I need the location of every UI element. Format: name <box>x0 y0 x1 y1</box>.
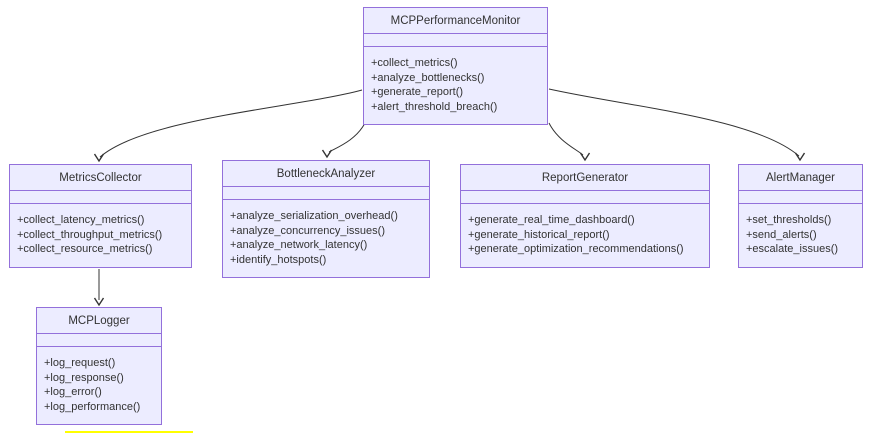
arrowhead-reportgenerator <box>579 152 591 162</box>
class-title: BottleneckAnalyzer <box>223 161 429 187</box>
arrowhead-alertmanager <box>794 152 806 162</box>
class-box-alertmanager: AlertManager +set_thresholds() +send_ale… <box>738 164 863 268</box>
class-attributes-compartment <box>223 187 429 200</box>
arrow-monitor-to-alertmanager <box>548 88 800 157</box>
class-method: +escalate_issues() <box>746 243 839 255</box>
class-title: MCPPerformanceMonitor <box>364 8 547 34</box>
class-methods-compartment: +analyze_serialization_overhead() +analy… <box>223 200 429 277</box>
class-methods-compartment: +log_request() +log_response() +log_erro… <box>37 347 161 424</box>
class-title: ReportGenerator <box>461 165 709 191</box>
class-title: AlertManager <box>739 165 862 191</box>
class-method: +log_performance() <box>44 400 141 413</box>
class-attributes-compartment <box>461 191 709 204</box>
class-method: +log_response() <box>44 371 124 384</box>
class-attributes-compartment <box>739 191 862 204</box>
class-method: +identify_hotspots() <box>230 253 327 266</box>
class-method: +alert_threshold_breach() <box>371 100 498 113</box>
class-method: +analyze_network_latency() <box>230 239 368 251</box>
class-attributes-compartment <box>37 334 161 347</box>
class-method: +log_error() <box>44 386 102 398</box>
arrow-monitor-to-reportgenerator <box>548 122 584 156</box>
class-methods-compartment: +set_thresholds() +send_alerts() +escala… <box>739 204 862 267</box>
arrow-monitor-to-metricscollector <box>99 89 363 158</box>
class-method: +generate_report() <box>371 86 464 98</box>
yellow-highlight-line <box>65 431 193 433</box>
class-method: +send_alerts() <box>746 228 817 241</box>
class-box-mcplogger: MCPLogger +log_request() +log_response()… <box>36 307 162 425</box>
class-method: +collect_resource_metrics() <box>17 243 153 255</box>
class-title: MetricsCollector <box>10 165 191 191</box>
arrowhead-bottleneckanalyzer <box>321 149 333 159</box>
class-methods-compartment: +generate_real_time_dashboard() +generat… <box>461 204 709 267</box>
class-box-metricscollector: MetricsCollector +collect_latency_metric… <box>9 164 192 268</box>
class-method: +analyze_concurrency_issues() <box>230 224 385 237</box>
class-method: +generate_real_time_dashboard() <box>468 214 635 226</box>
class-method: +set_thresholds() <box>746 214 832 226</box>
arrowhead-mcplogger <box>93 297 105 307</box>
class-box-bottleneckanalyzer: BottleneckAnalyzer +analyze_serializatio… <box>222 160 430 278</box>
class-method: +collect_latency_metrics() <box>17 214 145 226</box>
class-method: +generate_optimization_recommendations() <box>468 243 684 255</box>
class-box-reportgenerator: ReportGenerator +generate_real_time_dash… <box>460 164 710 268</box>
class-method: +collect_metrics() <box>371 57 458 69</box>
class-method: +log_request() <box>44 357 116 369</box>
class-method: +analyze_bottlenecks() <box>371 71 485 84</box>
arrowhead-metricscollector <box>93 153 105 163</box>
class-attributes-compartment <box>364 34 547 47</box>
arrow-monitor-to-bottleneckanalyzer <box>328 122 366 153</box>
class-methods-compartment: +collect_metrics() +analyze_bottlenecks(… <box>364 47 547 124</box>
class-attributes-compartment <box>10 191 191 204</box>
class-title: MCPLogger <box>37 308 161 334</box>
class-method: +generate_historical_report() <box>468 228 610 241</box>
class-method: +analyze_serialization_overhead() <box>230 210 398 222</box>
class-methods-compartment: +collect_latency_metrics() +collect_thro… <box>10 204 191 267</box>
class-method: +collect_throughput_metrics() <box>17 228 163 241</box>
class-box-mcpperformancemonitor: MCPPerformanceMonitor +collect_metrics()… <box>363 7 548 125</box>
